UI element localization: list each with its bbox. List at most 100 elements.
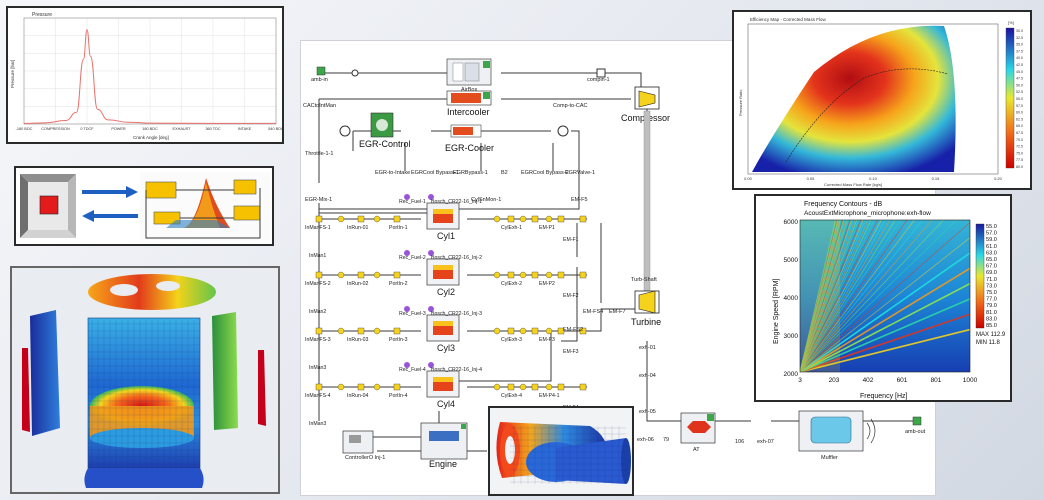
heatmap-legend-labels: 55.057.059.061.063.065.067.069.071.073.0… <box>986 224 997 329</box>
efficiency-unit: [%] <box>1008 20 1014 25</box>
gt-block-icon <box>20 174 76 238</box>
pipe-node <box>507 215 515 223</box>
pressure-x-tick: 540 BDC <box>268 127 282 131</box>
efficiency-legend-label: 55.0 <box>1016 97 1023 101</box>
heatmap-order-line <box>800 282 970 372</box>
fe-block-skirt <box>84 468 204 488</box>
amb-in-label: amb-in <box>311 77 328 83</box>
pipe-node <box>393 383 401 391</box>
egrbypass1-label: EGRBypass-1 <box>453 170 488 176</box>
efficiency-legend-label: 37.5 <box>1016 49 1023 53</box>
heatmap-legend-label: 57.0 <box>986 231 997 237</box>
compressor-block[interactable] <box>634 86 660 110</box>
intercooler-block[interactable] <box>446 90 492 106</box>
comp-to-cac-label: Comp-to-CAC <box>553 103 588 109</box>
cylinder-block[interactable] <box>426 314 460 342</box>
cylinder-block[interactable] <box>426 202 460 230</box>
cylinder-block[interactable] <box>426 258 460 286</box>
heatmap-x-tick: 3 <box>798 377 802 384</box>
emf-label: EM-F1 <box>563 237 579 243</box>
egr-cooler-block[interactable] <box>450 124 482 138</box>
fe-valve-hole-1 <box>110 284 138 296</box>
em-label: EM-P1 <box>539 225 555 231</box>
heatmap-y-label: Engine Speed [RPM] <box>773 279 780 344</box>
inman-label: InMan3 <box>309 365 326 371</box>
heatmap-max: MAX 112.9 <box>976 332 1006 338</box>
cylinder-block[interactable] <box>426 370 460 398</box>
heatmap-order-line <box>800 220 875 372</box>
heatmap-legend-label: 61.0 <box>986 244 997 250</box>
efficiency-legend-label: 72.5 <box>1016 145 1023 149</box>
fuel-icon <box>404 194 410 200</box>
pipe-node <box>393 271 401 279</box>
fe-cylinder-head <box>88 274 216 310</box>
efficiency-legend-label: 42.5 <box>1016 63 1023 67</box>
cylinder-label: Cyl1 <box>437 231 455 241</box>
valve-node <box>373 215 381 223</box>
engine-block[interactable] <box>420 422 468 460</box>
valve-node <box>373 271 381 279</box>
airbox-block[interactable] <box>446 58 492 86</box>
heatmap-x-tick: 1000 <box>963 377 978 384</box>
em-label: EM-P3 <box>539 337 555 343</box>
pipe-node <box>357 327 365 335</box>
amb-in-block[interactable] <box>316 66 326 76</box>
efficiency-legend-label: 40.0 <box>1016 56 1023 60</box>
at-block[interactable] <box>680 412 716 444</box>
valve-node <box>545 215 553 223</box>
pressure-x-tick: EXHAUST <box>173 127 192 131</box>
injector-label: Bosch_CR22-16_Inj-1 <box>431 199 482 205</box>
pipe-node <box>557 271 565 279</box>
heatmap-legend-label: 77.0 <box>986 297 997 303</box>
efficiency-x-tick: 0.00 <box>744 176 753 181</box>
pipe-node <box>579 383 587 391</box>
arrow-left-icon <box>82 210 138 222</box>
efficiency-legend-label: 45.0 <box>1016 70 1023 74</box>
heatmap-order-line <box>800 220 915 372</box>
injector-label: Bosch_CR22-16_Inj-3 <box>431 311 482 317</box>
heatmap-legend-label: 73.0 <box>986 283 997 289</box>
cylinder-label: Cyl4 <box>437 399 455 409</box>
turbine-block[interactable] <box>634 290 660 314</box>
pressure-x-tick: 0 TDCF <box>80 127 94 131</box>
port-label: PortIn-2 <box>389 281 408 287</box>
controller-label: ControllerO Inj-1 <box>345 455 385 461</box>
simulink-coupling-panel <box>14 166 274 246</box>
fe-thermal-model <box>22 274 266 488</box>
heatmap-order-line <box>800 313 970 372</box>
cylexh-label: CylExh-1 <box>501 225 522 231</box>
simulink-coupling-graphic <box>20 172 270 240</box>
cylsnmon-label: CylSnMon-1 <box>471 197 501 203</box>
efficiency-x-tick: 0.15 <box>932 176 941 181</box>
pressure-x-tick: -180 BDC <box>16 127 33 131</box>
fe-mesh-grid <box>88 320 200 468</box>
egr-intake-label: EGR-to-Intake <box>375 170 410 176</box>
inman-label: InMan3 <box>309 421 326 427</box>
pipe-node <box>579 327 587 335</box>
fuel-label: Rec_Fuel-1 <box>399 199 426 205</box>
pipe-node <box>357 271 365 279</box>
muffler-block[interactable] <box>798 410 876 452</box>
port-label: PortIn-3 <box>389 337 408 343</box>
heatmap-legend-label: 81.0 <box>986 310 997 316</box>
efficiency-map-panel: Efficiency Map - Corrected Mass Flow Pre… <box>732 10 1032 190</box>
amb-out-block[interactable] <box>912 416 922 426</box>
efficiency-legend-label: 62.5 <box>1016 117 1023 121</box>
valve-node <box>337 271 345 279</box>
efficiency-map: Efficiency Map - Corrected Mass Flow Pre… <box>738 17 1023 187</box>
inmanfs-label: InManFS-1 <box>305 225 331 231</box>
egr-control-block[interactable] <box>370 112 394 138</box>
amb-out-label: amb-out <box>905 429 926 435</box>
exh05-label: exh-05 <box>639 409 656 415</box>
efficiency-legend-label: 52.5 <box>1016 90 1023 94</box>
fe-right-strip <box>212 312 238 430</box>
heatmap-y-tick: 2000 <box>784 371 799 378</box>
controller-block[interactable] <box>342 430 374 454</box>
injector-label: Bosch_CR22-16_Inj-2 <box>431 255 482 261</box>
pipe-node <box>357 383 365 391</box>
